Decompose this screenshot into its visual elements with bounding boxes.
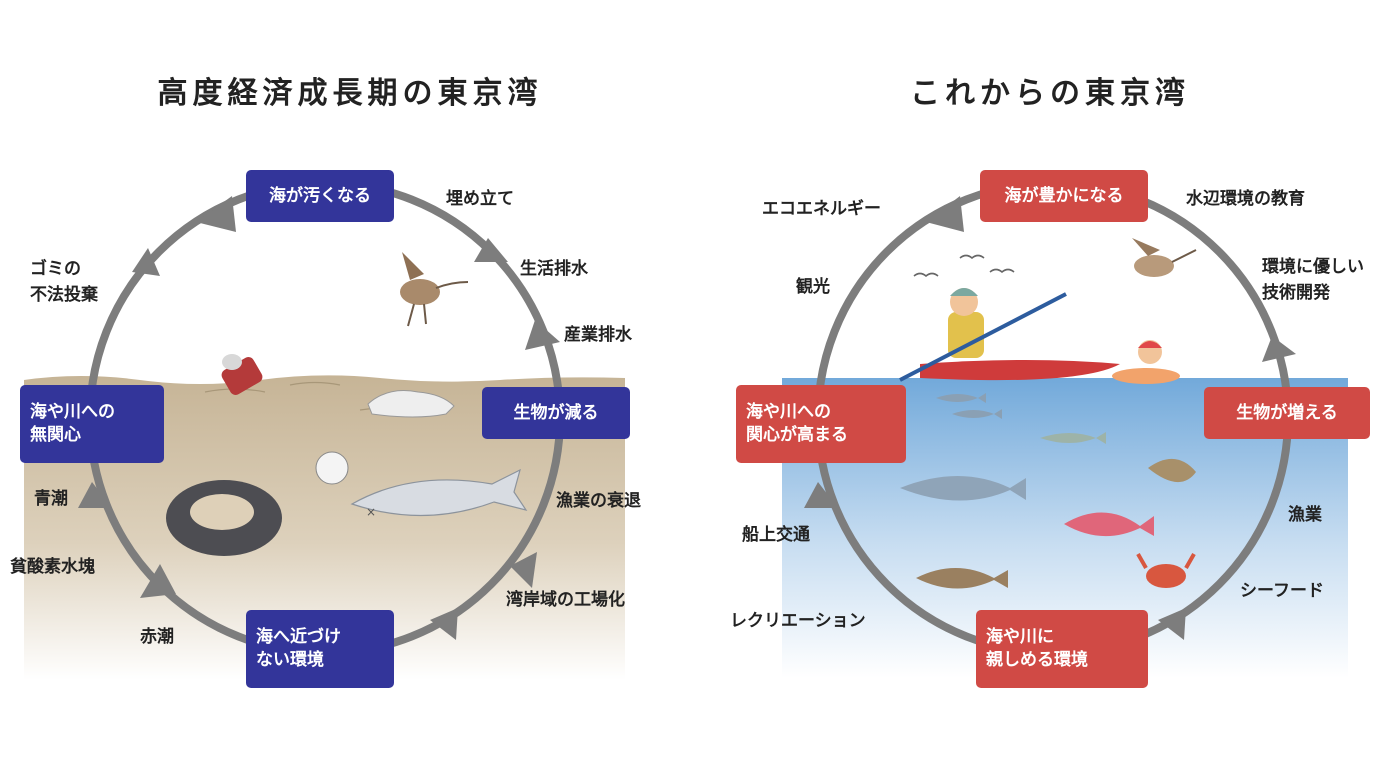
- label-tourism: 観光: [796, 277, 830, 297]
- kayak-icon: [899, 288, 1120, 382]
- label-recreation: レクリエーション: [730, 611, 866, 631]
- past-box-sea-dirty: 海が汚くなる: [246, 170, 394, 222]
- past-cycle-arrowheads: [78, 196, 560, 640]
- future-cycle-arrowheads: [804, 196, 1296, 640]
- label-illegal-dumping: ゴミの 不法投棄: [30, 259, 98, 306]
- bird-icon: [1132, 238, 1197, 277]
- label-seafood: シーフード: [1240, 581, 1324, 601]
- past-box-indifference: 海や川への 無関心: [20, 385, 164, 463]
- past-box-unapproachable: 海へ近づけ ない環境: [246, 610, 394, 688]
- svg-text:×: ×: [366, 505, 376, 519]
- thought-bubble-icon: [315, 451, 349, 485]
- future-title: これからの東京湾: [910, 76, 1190, 111]
- past-tokyo-bay-panel: 高度経済成長期の東京湾: [10, 76, 641, 688]
- fish-icons: [900, 393, 1196, 589]
- crab-icon: [1136, 553, 1196, 588]
- label-industrial-wastewater: 産業排水: [564, 325, 632, 345]
- dead-fish-icon: ×: [350, 468, 528, 519]
- past-title: 高度経済成長期の東京湾: [157, 76, 543, 111]
- curlew-bird-icon: [400, 252, 469, 327]
- plastic-bag-icon: [367, 390, 455, 418]
- seagull-icons: [913, 254, 1015, 278]
- swimmer-icon: [1112, 340, 1180, 384]
- label-reclamation: 埋め立て: [446, 189, 514, 209]
- past-illustration: ×: [24, 179, 625, 680]
- label-red-tide: 赤潮: [140, 627, 174, 647]
- label-fishery: 漁業: [1288, 505, 1322, 525]
- future-box-friendly-environment: 海や川に 親しめる環境: [976, 610, 1148, 688]
- can-icon: [221, 354, 263, 395]
- label-blue-tide: 青潮: [34, 489, 68, 509]
- label-hypoxic-water: 貧酸素水塊: [10, 557, 95, 577]
- tire-icon: [166, 480, 282, 556]
- label-waterside-education: 水辺環境の教育: [1186, 189, 1305, 209]
- label-fishery-decline: 漁業の衰退: [556, 491, 641, 511]
- label-domestic-wastewater: 生活排水: [520, 259, 588, 279]
- label-coastal-industrialization: 湾岸域の工場化: [506, 590, 625, 610]
- future-box-interest-rises: 海や川への 関心が高まる: [736, 385, 906, 463]
- past-box-creatures-decrease: 生物が減る: [482, 387, 630, 439]
- future-tokyo-bay-panel: これからの東京湾: [700, 0, 1400, 780]
- future-box-creatures-increase: 生物が増える: [1204, 387, 1370, 439]
- label-eco-energy: エコエネルギー: [762, 199, 881, 219]
- label-green-technology: 環境に優しい 技術開発: [1262, 257, 1364, 304]
- future-box-sea-rich: 海が豊かになる: [980, 170, 1148, 222]
- label-boat-transport: 船上交通: [742, 525, 810, 545]
